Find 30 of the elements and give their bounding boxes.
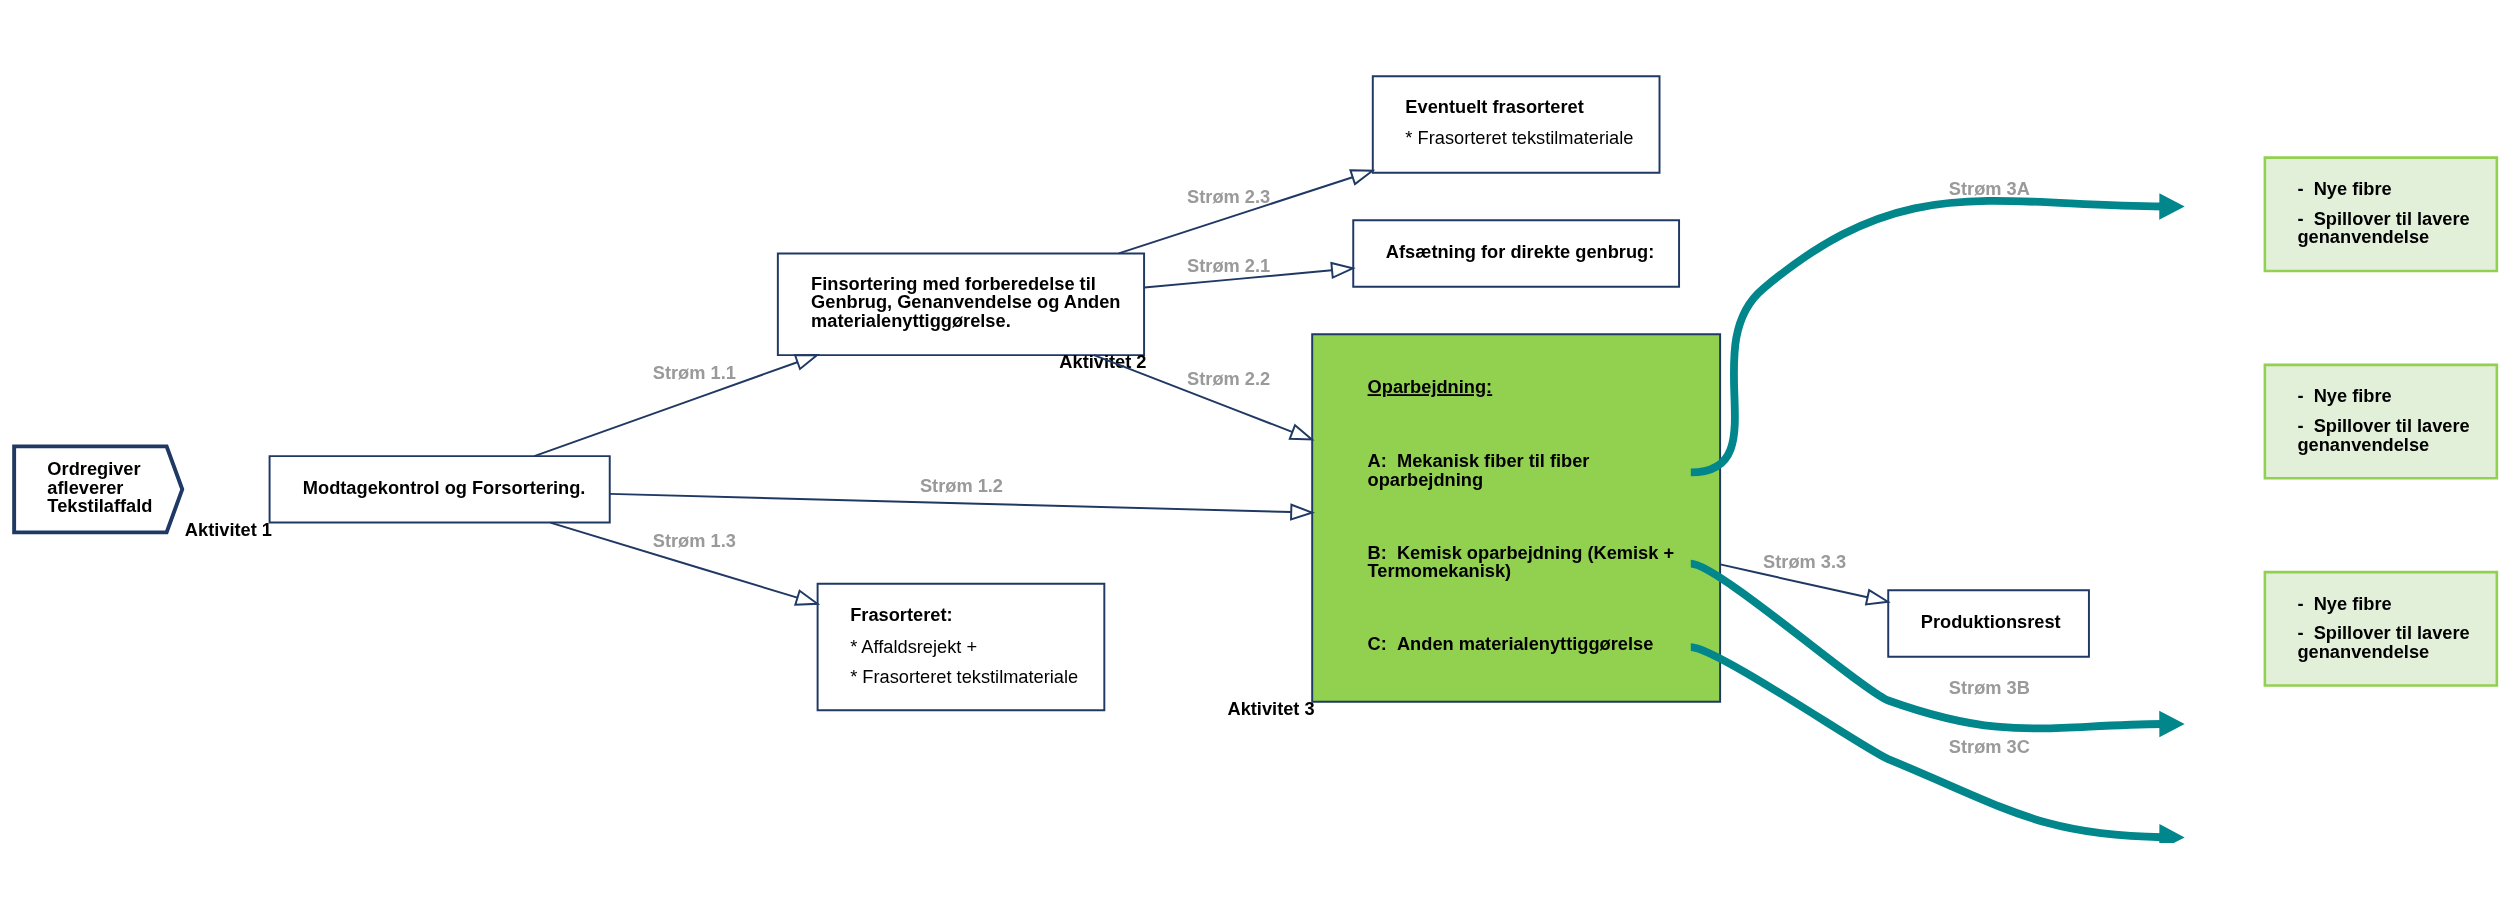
arrow xyxy=(533,353,820,457)
edge-label: Strøm 1.3 xyxy=(652,529,736,551)
arrow xyxy=(1092,353,1315,441)
edge-label: Strøm 2.2 xyxy=(1187,367,1271,389)
arrow xyxy=(549,521,821,606)
arrow xyxy=(1690,192,2185,476)
node-box: Afsætning for direkte genbrug: xyxy=(1352,218,1681,288)
edge-label: Strøm 3A xyxy=(1948,177,2030,199)
arrow xyxy=(608,492,1315,521)
node-box: - Nye fibre - Spillover til lavere genanvendelse xyxy=(2263,363,2499,480)
node-box: Finsortering med forberedelse til Genbrug, Genanvendelse og Anden materialenyttiggørelse. xyxy=(776,252,1146,356)
edge-label: Strøm 1.1 xyxy=(652,361,736,383)
edge-label: Strøm 3B xyxy=(1948,676,2030,698)
arrow xyxy=(1719,562,1891,606)
edge-label: Strøm 2.1 xyxy=(1187,254,1271,276)
arrow xyxy=(1689,559,2185,737)
arrow xyxy=(1117,168,1376,254)
node-box: Produktionsrest xyxy=(1887,588,2090,658)
edge-label: Strøm 2.3 xyxy=(1187,185,1271,207)
edge-label: Strøm 3C xyxy=(1948,735,2030,757)
node-box: - Nye fibre - Spillover til lavere genanvendelse xyxy=(2263,155,2499,272)
edge-label: Strøm 3.3 xyxy=(1763,550,1847,572)
edge-label: Strøm 1.2 xyxy=(919,474,1004,496)
arrow xyxy=(1143,261,1356,288)
node-box: Frasorteret: * Affaldsrejekt + * Frasorteret tekstilmateriale xyxy=(816,582,1106,711)
node-box: - Nye fibre - Spillover til lavere genanvendelse xyxy=(2263,570,2499,687)
node-box: Oparbejdning: A: Mekanisk fiber til fiber oparbejdning B: Kemisk oparbejdning (Kemisk + Termomekanisk) C: Anden materialenyttiggørelse xyxy=(1311,332,1722,703)
node-box: Eventuelt frasorteret * Frasorteret tekstilmateriale xyxy=(1371,74,1661,174)
node-box: Modtagekontrol og Forsortering. xyxy=(268,454,611,524)
arrow xyxy=(1689,642,2185,843)
